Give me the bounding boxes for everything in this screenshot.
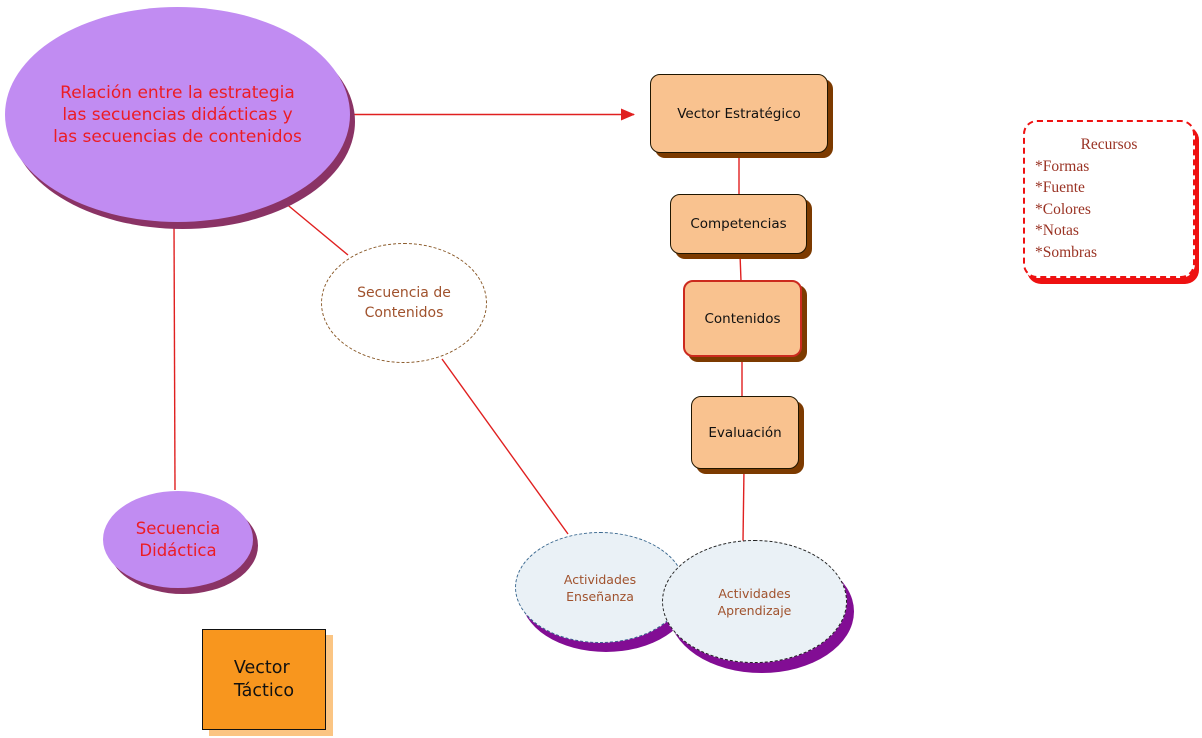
secuencia-contenidos-ellipse: Secuencia de Contenidos [321, 243, 487, 363]
main-topic-line: Relación entre la estrategia [60, 82, 295, 103]
recursos-list: *Formas *Fuente *Colores *Notas *Sombras [1035, 156, 1183, 264]
recursos-item: *Sombras [1035, 243, 1097, 261]
connector-secuencia-contenidos-to-ensenanza [441, 358, 569, 535]
secuencia-didactica-ellipse: Secuencia Didáctica [103, 491, 253, 588]
main-topic-line: las secuencias de contenidos [53, 126, 302, 147]
recursos-item: *Colores [1035, 200, 1091, 218]
secuencia-contenidos-line: Secuencia de [357, 285, 451, 301]
connector-evaluacion-to-aprendizaje [742, 468, 745, 542]
evaluacion-label: Evaluación [708, 424, 782, 441]
competencias-box: Competencias [670, 194, 807, 254]
actividades-ensenanza-line: Enseñanza [566, 588, 634, 604]
connector-main-to-secuencia-didactica [173, 221, 176, 491]
actividades-ensenanza-line: Actividades [563, 571, 637, 587]
secuencia-contenidos-line: Contenidos [364, 305, 444, 321]
vector-tactico-line: Táctico [233, 680, 295, 701]
recursos-legend-box: Recursos *Formas *Fuente *Colores *Notas… [1023, 120, 1195, 278]
vector-estrategico-box: Vector Estratégico [650, 74, 828, 153]
actividades-ensenanza-ellipse: Actividades Enseñanza [515, 532, 685, 643]
actividades-aprendizaje-line: Aprendizaje [717, 602, 792, 618]
vector-tactico-label-group: Vector Táctico [234, 657, 294, 703]
actividades-aprendizaje-ellipse: Actividades Aprendizaje [662, 540, 847, 663]
connector-main-to-secuencia-contenidos [283, 201, 349, 256]
secuencia-didactica-line: Secuencia [135, 518, 221, 538]
actividades-aprendizaje-line: Actividades [718, 585, 791, 601]
recursos-item: *Notas [1035, 222, 1079, 239]
recursos-title: Recursos [1080, 136, 1138, 153]
contenidos-box: Contenidos [683, 280, 802, 357]
recursos-item: *Fuente [1035, 179, 1085, 196]
competencias-label: Competencias [690, 216, 787, 232]
recursos-item: *Formas [1035, 157, 1090, 175]
main-topic-ellipse: Relación entre la estrategia las secuenc… [5, 7, 350, 222]
vector-estrategico-label: Vector Estratégico [677, 105, 801, 122]
vector-tactico-box: Vector Táctico [202, 629, 326, 730]
evaluacion-box: Evaluación [691, 396, 799, 469]
vector-tactico-line: Vector [233, 657, 290, 678]
main-topic-line: las secuencias didácticas y [62, 104, 293, 125]
connector-competencias-to-contenidos [739, 253, 742, 282]
secuencia-didactica-line: Didáctica [139, 540, 217, 560]
contenidos-label: Contenidos [704, 310, 781, 327]
